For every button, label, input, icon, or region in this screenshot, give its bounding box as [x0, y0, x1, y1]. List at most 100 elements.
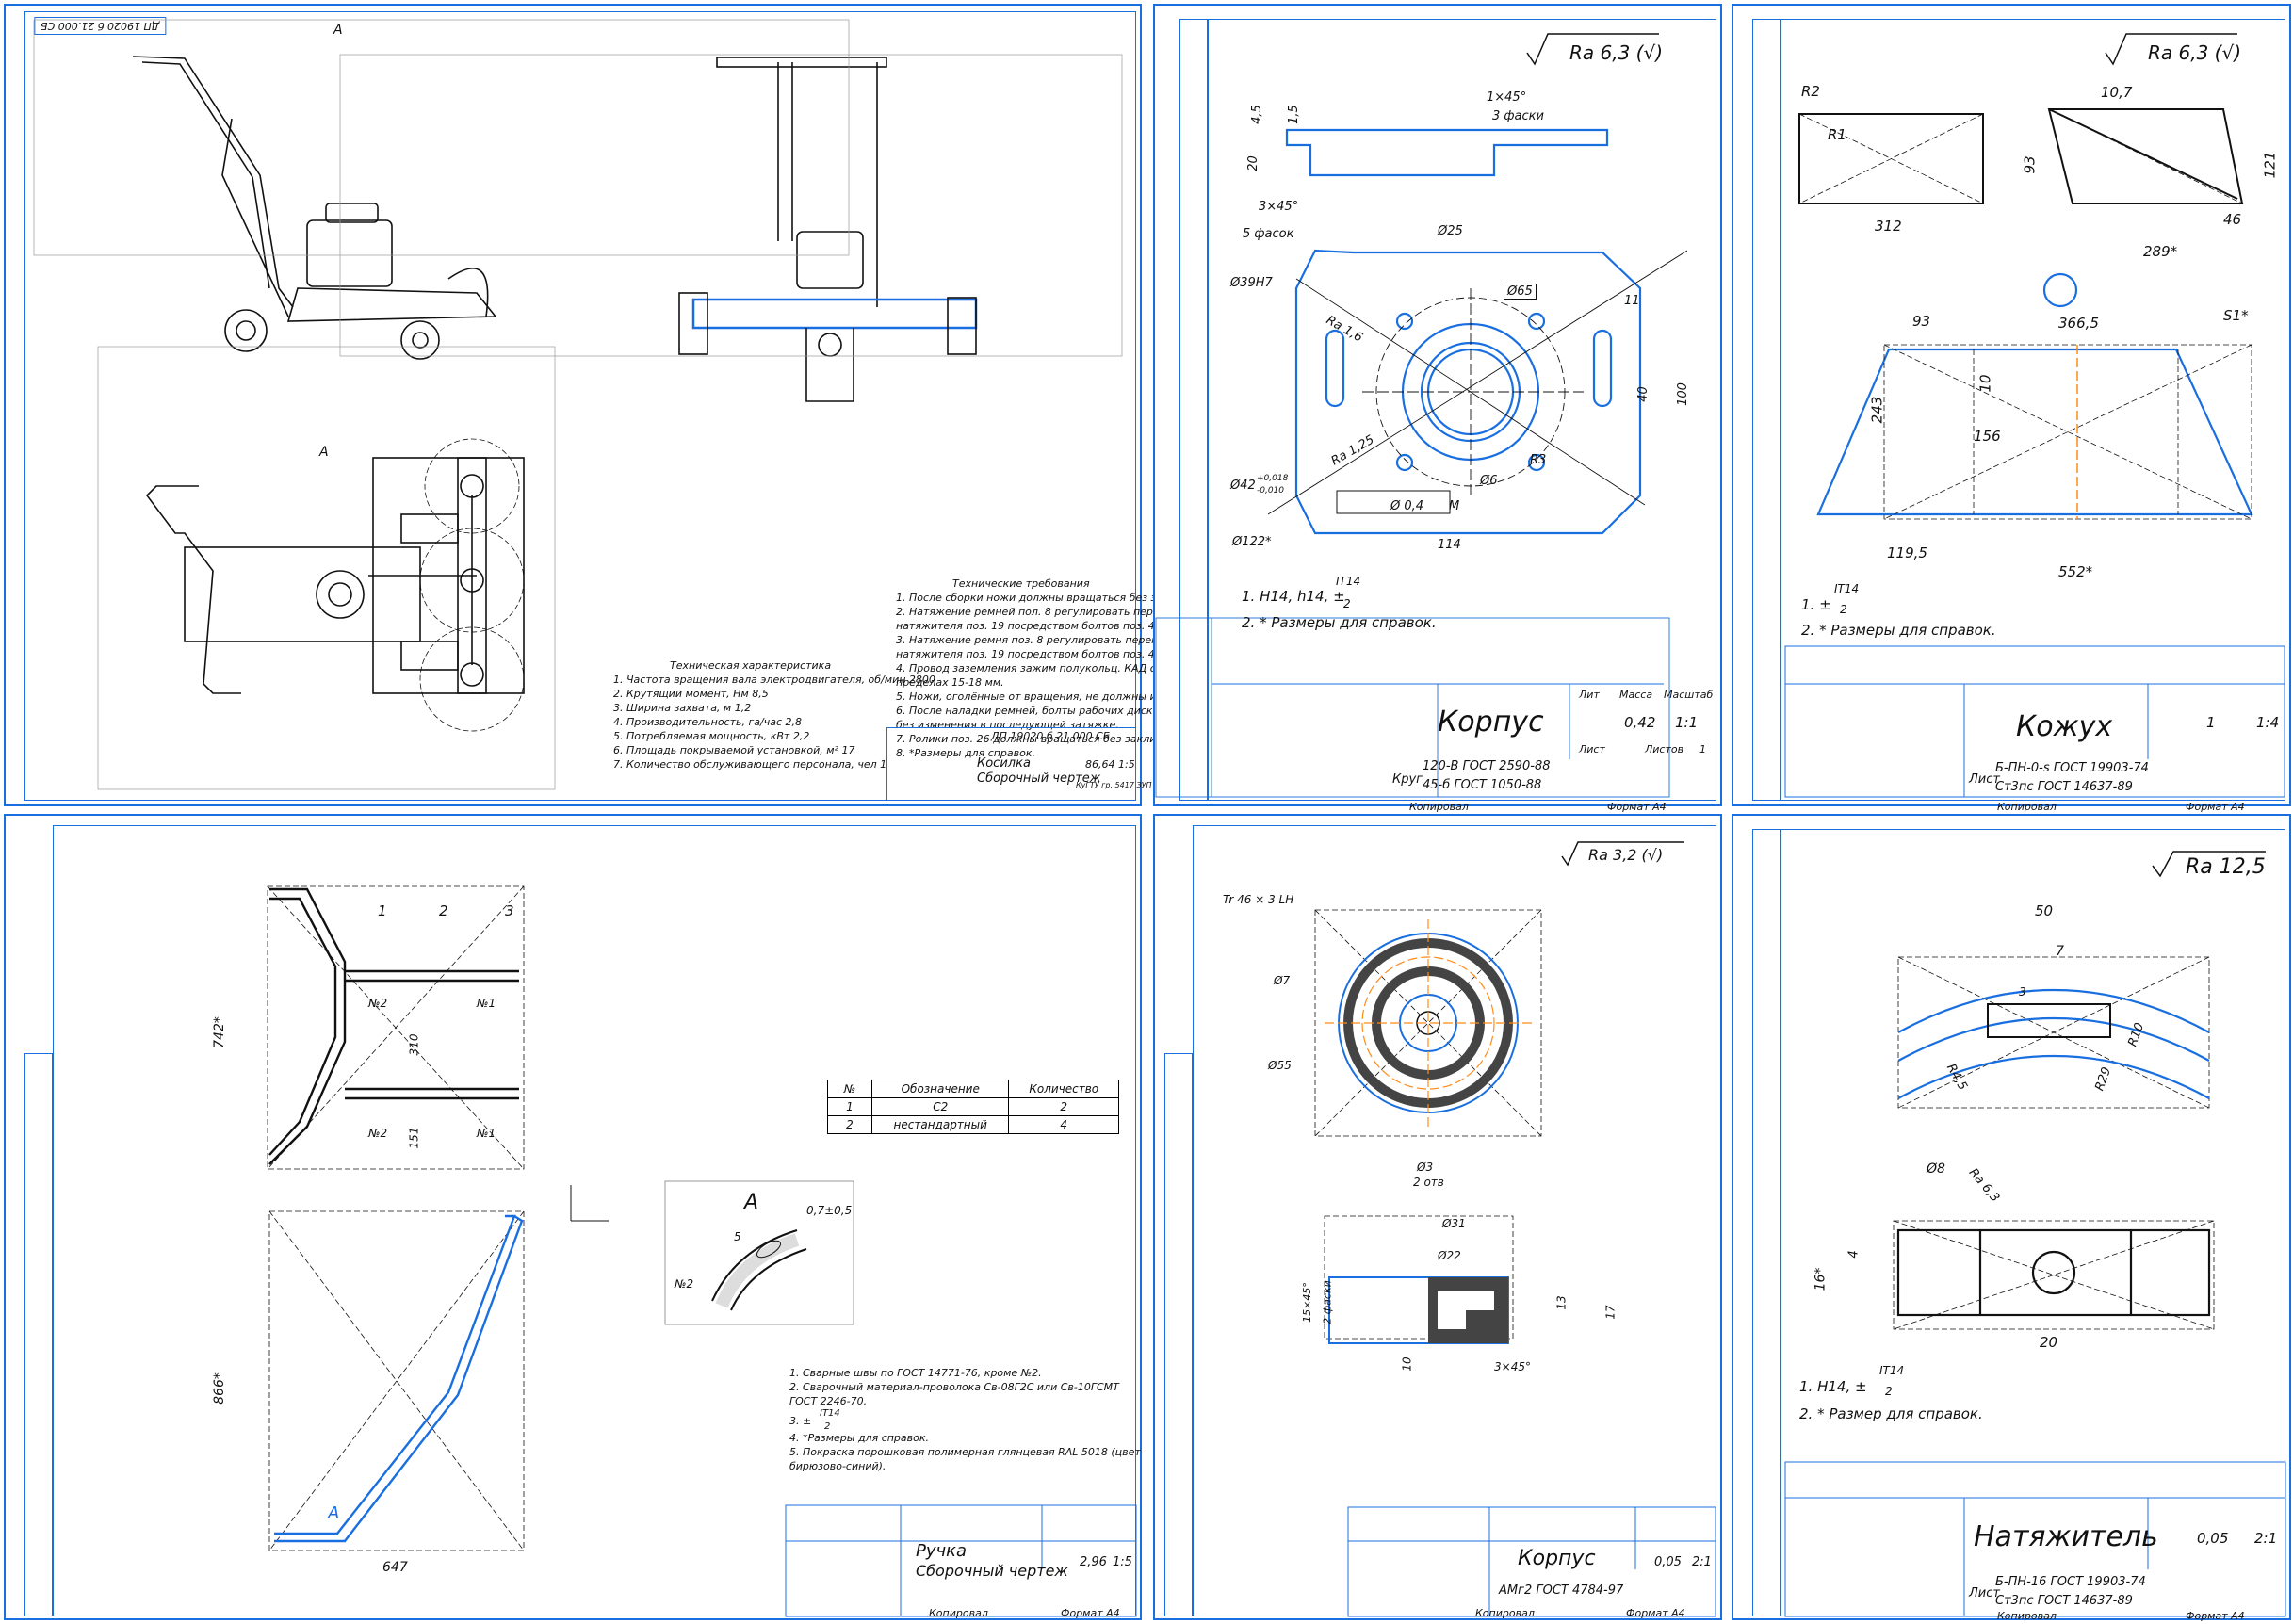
casing-mass: 1 — [2206, 714, 2216, 731]
note-frac-num: IT14 — [820, 1408, 840, 1419]
housing-top-roughness-symbol — [1526, 33, 1659, 66]
casing-drawing — [1784, 108, 2285, 798]
housing-round-drawing — [1314, 909, 1716, 1617]
tech-line: 1. Частота вращения вала электродвигател… — [613, 674, 935, 686]
dim-366-5: 366,5 — [2058, 315, 2099, 332]
dim-93: 93 — [2021, 155, 2039, 174]
handle-mass: 2,96 — [1080, 1555, 1107, 1569]
stamp-mass: 86,64 — [1085, 758, 1115, 771]
dim-d8: Ø8 — [1927, 1161, 1945, 1177]
tech-line: 5. Потребляемая мощность, кВт 2,2 — [613, 730, 810, 742]
note-line: бирюзово-синий). — [789, 1460, 886, 1472]
requirement-line: 2. Натяжение ремней пол. 8 регулировать … — [896, 606, 1218, 618]
dim-1-5: 1,5 — [1286, 105, 1301, 124]
casing-roughness-symbol — [2105, 33, 2237, 66]
dim-d6: Ø6 — [1480, 474, 1498, 488]
requirement-line: 5. Ножи, оголённые от вращения, не должн… — [896, 690, 1232, 703]
dim-d42-tol-lower: -0,010 — [1257, 486, 1285, 495]
dim-r3: R3 — [1530, 453, 1547, 467]
dim-10-7: 10,7 — [2101, 84, 2133, 101]
sheet-handle: 1 2 3 №2 №1 №2 №1 742* 310 151 866* 647 … — [4, 814, 1142, 1620]
dim-d122: Ø122* — [1232, 535, 1272, 549]
handle-spec-table: № Обозначение Количество 1 С2 2 2 нестан… — [827, 1080, 1119, 1134]
dim-151: 151 — [407, 1127, 421, 1149]
dim-d31: Ø31 — [1442, 1217, 1466, 1230]
copy-label: Копировал — [1409, 801, 1469, 813]
dim-2-holes: 2 отв — [1413, 1176, 1444, 1189]
sheets-value: 1 — [1699, 743, 1706, 755]
side-stamp — [1752, 19, 1781, 801]
note-line: 5. Покраска порошковая полимерная глянце… — [789, 1446, 1141, 1458]
sheet-assembly: ДП 19020 б 21.000 СБ — [4, 4, 1304, 806]
dim-d42: Ø42 — [1230, 479, 1256, 493]
stamp-code: ДП 19020 б 21.000 СБ — [991, 730, 1111, 742]
housing-top-drawing — [1155, 128, 1688, 798]
note-frac-num: IT14 — [1879, 1364, 1905, 1377]
spec-cell: С2 — [870, 1097, 1010, 1116]
stamp-scale: 1:5 — [1118, 758, 1135, 771]
dim-17: 17 — [1603, 1305, 1618, 1320]
requirement-line: пределах 15-18 мм. — [896, 676, 1004, 689]
dim-20: 20 — [1245, 155, 1260, 171]
dim-d7: Ø7 — [1274, 974, 1291, 987]
assembly-view-label: А — [319, 445, 329, 460]
dim-weld-1a: №1 — [477, 997, 496, 1010]
note-frac-den: 2 — [1343, 597, 1351, 610]
stamp-org: КуГТУ гр. 5417 ЗУП 14-21 — [1076, 781, 1177, 789]
detail-dim-07: 0,7±0,5 — [806, 1204, 853, 1217]
sheet-tensioner: Ra 12,5 50 7 3 R4,5 — [1732, 814, 2291, 1622]
dim-114: 114 — [1438, 538, 1461, 552]
tensioner-scale: 2:1 — [2254, 1530, 2278, 1547]
requirement-line: 3. Натяжение ремня поз. 8 регулировать п… — [896, 634, 1210, 646]
note-line: 3. ± — [789, 1415, 812, 1427]
spec-header: Обозначение — [870, 1080, 1010, 1098]
sheet-casing: Ra 6,3 (√) R2 — [1732, 4, 2291, 813]
spec-header: № — [827, 1080, 872, 1098]
note-frac-num: IT14 — [1834, 582, 1860, 595]
dim-3: 3 — [2019, 985, 2026, 999]
detail-dim-weld: №2 — [675, 1277, 694, 1291]
copy-label: Копировал — [1475, 1607, 1535, 1619]
material-bottom: 45-б ГОСТ 1050-88 — [1423, 778, 1542, 792]
material-bottom: Ст3пс ГОСТ 14637-89 — [1995, 780, 2133, 794]
dim-50: 50 — [2035, 902, 2054, 919]
dim-r1: R1 — [1828, 126, 1846, 143]
spec-cell: 4 — [1008, 1115, 1119, 1134]
housing-round-roughness-symbol — [1561, 841, 1684, 867]
housing-round-title: Корпус — [1518, 1547, 1596, 1570]
tech-line: 7. Количество обслуживающего персонала, … — [613, 758, 887, 771]
detail-dim-5: 5 — [734, 1230, 741, 1243]
tol-max-material: M — [1449, 499, 1460, 513]
casing-frame — [1781, 19, 2285, 801]
sheets-label: Листов — [1645, 743, 1684, 755]
dim-d3: Ø3 — [1417, 1161, 1434, 1174]
note-2: 2. * Размер для справок. — [1799, 1405, 1983, 1422]
dim-d39h7: Ø39H7 — [1230, 276, 1273, 290]
copy-label: Копировал — [929, 1607, 988, 1619]
dim-10: 10 — [1400, 1356, 1414, 1372]
tol-position: Ø 0,4 — [1390, 499, 1424, 513]
dim-40: 40 — [1635, 386, 1651, 402]
sheet-housing-round: Ra 3,2 (√) Tr 46 × 3 LH — [1153, 814, 1722, 1620]
dim-r2: R2 — [1801, 83, 1820, 100]
note-1: 1. H14, h14, ± — [1242, 588, 1345, 605]
note-frac-num: IT14 — [1336, 575, 1361, 588]
side-stamp — [1179, 19, 1208, 801]
dim-552: 552* — [2058, 563, 2093, 580]
dim-7: 7 — [2056, 944, 2064, 959]
dim-part-3: 3 — [505, 902, 514, 919]
material-bottom: Ст3пс ГОСТ 14637-89 — [1995, 1594, 2133, 1608]
requirement-line: 4. Провод заземления зажим полукольц. КА… — [896, 662, 1228, 674]
casing-scale: 1:4 — [2256, 714, 2280, 731]
dim-d65: Ø65 — [1504, 284, 1537, 300]
assembly-drawing — [33, 19, 1123, 790]
format-label: Формат А4 — [1626, 1607, 1685, 1619]
housing-top-frame — [1208, 19, 1716, 801]
assembly-title-block: ДП 19020 б 21.000 СБ Косилка Сборочный ч… — [886, 727, 1176, 801]
dim-243: 243 — [1868, 396, 1886, 424]
note-2: 2. * Размеры для справок. — [1801, 622, 1996, 639]
side-stamp — [1752, 829, 1781, 1616]
handle-frame — [53, 825, 1136, 1616]
dim-310: 310 — [407, 1033, 421, 1056]
housing-top-roughness: Ra 6,3 (√) — [1569, 41, 1664, 64]
